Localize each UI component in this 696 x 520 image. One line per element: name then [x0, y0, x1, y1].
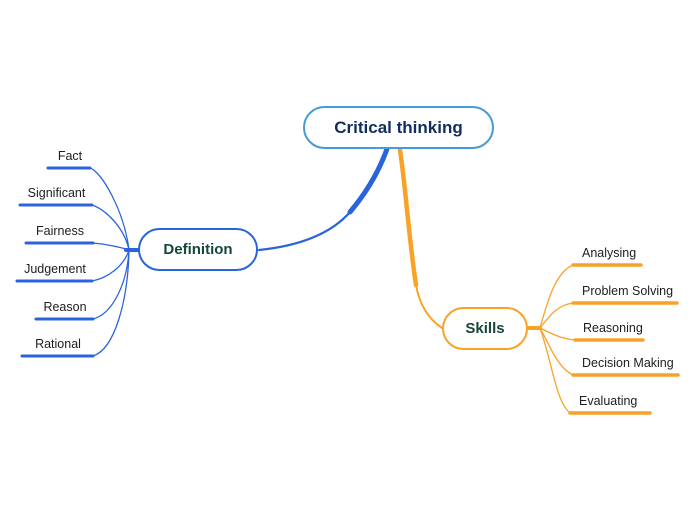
edge-definition-rational: [92, 249, 130, 357]
edge-definition-significant: [91, 204, 130, 251]
edge-definition-judgement: [91, 249, 130, 282]
edge-skills-analysing: [539, 264, 574, 329]
edge-definition-fact: [89, 167, 130, 251]
edge-skills-reasoning: [539, 327, 576, 341]
leaf-node-analysing[interactable]: Analysing: [582, 246, 637, 260]
leaf-node-judgement[interactable]: Judgement: [24, 262, 86, 276]
edge-root-definition-thin: [257, 210, 352, 252]
branch-node-definition[interactable]: Definition: [138, 228, 258, 271]
branch-node-skills[interactable]: Skills: [442, 307, 528, 350]
edge-definition-fairness: [92, 242, 130, 251]
leaf-node-problem-solving[interactable]: Problem Solving: [582, 284, 674, 298]
leaf-node-decision-making[interactable]: Decision Making: [582, 356, 674, 370]
edge-root-skills-thin: [415, 284, 443, 329]
leaf-node-fact[interactable]: Fact: [57, 149, 83, 163]
edge-root-definition-thick: [347, 146, 390, 215]
leaf-node-reasoning[interactable]: Reasoning: [583, 321, 643, 335]
leaf-node-reason[interactable]: Reason: [43, 300, 87, 314]
edge-root-skills-thick: [397, 147, 419, 288]
edge-skills-evaluating: [539, 327, 571, 414]
edge-skills-problem-solving: [539, 302, 574, 329]
leaf-node-significant[interactable]: Significant: [27, 186, 86, 200]
leaf-node-fairness[interactable]: Fairness: [36, 224, 84, 238]
edge-skills-decision-making: [539, 327, 574, 376]
root-node-critical-thinking[interactable]: Critical thinking: [303, 106, 494, 149]
leaf-node-rational[interactable]: Rational: [35, 337, 81, 351]
leaf-node-evaluating[interactable]: Evaluating: [579, 394, 638, 408]
